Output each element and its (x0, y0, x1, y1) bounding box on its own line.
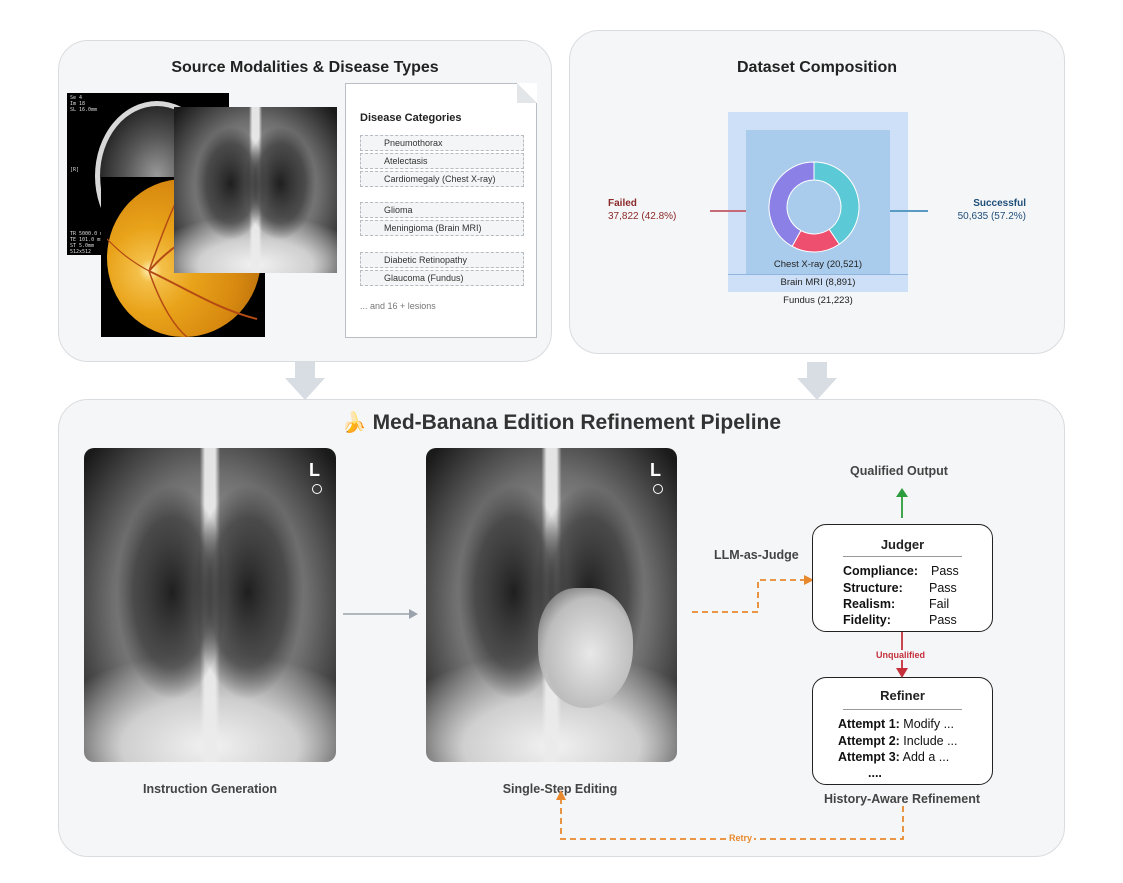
failed-value: 37,822 (42.8%) (608, 211, 676, 222)
dataset-composition-panel: Dataset Composition Chest X-ray (20,521)… (569, 30, 1065, 354)
successful-value: 50,635 (57.2%) (958, 211, 1026, 222)
judger-value: Pass (929, 613, 957, 627)
judger-value: Fail (929, 597, 949, 611)
refiner-title: Refiner (813, 688, 992, 703)
judger-row: Structure: (843, 581, 903, 595)
edited-chest-xray: L (426, 448, 677, 762)
refiner-row: Attempt 2: Include ... (838, 734, 958, 748)
unqualified-label: Unqualified (876, 650, 925, 660)
disease-item: Diabetic Retinopathy (360, 252, 524, 268)
disease-item: Glaucoma (Fundus) (360, 270, 524, 286)
refiner-ellipsis: .... (868, 766, 882, 780)
failed-label: Failed (608, 198, 637, 209)
chest-xray-label: Chest X-ray (20,521) (746, 259, 890, 270)
refiner-row: Attempt 3: Add a ... (838, 750, 949, 764)
refiner-box: Refiner Attempt 1: Modify ... Attempt 2:… (812, 677, 993, 785)
disease-item: Atelectasis (360, 153, 524, 169)
disease-footer: ... and 16 + lesions (360, 301, 436, 311)
dataset-composition-title: Dataset Composition (570, 59, 1064, 77)
composition-donut-chart (768, 161, 860, 253)
xray-side-marker: L (650, 460, 661, 481)
instruction-generation-caption: Instruction Generation (84, 782, 336, 796)
disease-item: Meningioma (Brain MRI) (360, 220, 524, 236)
disease-item: Cardiomegaly (Chest X-ray) (360, 171, 524, 187)
disease-item: Pneumothorax (360, 135, 524, 151)
successful-connector (890, 210, 928, 212)
disease-categories-title: Disease Categories (360, 112, 462, 124)
judger-row: Compliance: (843, 564, 918, 578)
refiner-divider (843, 709, 962, 710)
disease-item: Glioma (360, 202, 524, 218)
down-arrow-left-icon (285, 362, 325, 400)
brain-mri-divider (728, 274, 908, 275)
document-fold (517, 83, 537, 103)
judger-divider (843, 556, 962, 557)
judger-box: Judger Compliance: Pass Structure: Pass … (812, 524, 993, 632)
edited-lesion-region (538, 588, 633, 708)
brain-mri-label: Brain MRI (8,891) (728, 277, 908, 288)
pipeline-title-row: 🍌 Med-Banana Edition Refinement Pipeline (59, 410, 1064, 435)
retry-label: Retry (727, 833, 754, 843)
refiner-row: Attempt 1: Modify ... (838, 717, 954, 731)
xray-marker-circle (653, 484, 663, 494)
disease-categories-document: Disease Categories Pneumothorax Atelecta… (345, 83, 537, 338)
qualified-output-label: Qualified Output (834, 464, 964, 478)
judger-title: Judger (813, 537, 992, 552)
down-arrow-right-icon (797, 362, 837, 400)
original-chest-xray: L (84, 448, 336, 762)
fundus-label: Fundus (21,223) (728, 295, 908, 306)
judger-value: Pass (929, 581, 957, 595)
judger-value: Pass (931, 564, 959, 578)
successful-label: Successful (973, 198, 1026, 209)
source-modalities-panel: Source Modalities & Disease Types Se 4 I… (58, 40, 552, 362)
donut-slice-0 (814, 162, 859, 244)
judger-row: Fidelity: (843, 613, 891, 627)
qualified-arrow-icon (895, 488, 909, 518)
judger-row: Realism: (843, 597, 895, 611)
llm-as-judge-label: LLM-as-Judge (714, 548, 799, 562)
pipeline-title: Med-Banana Edition Refinement Pipeline (373, 411, 781, 434)
banana-icon: 🍌 (342, 412, 367, 434)
xray-marker-circle (312, 484, 322, 494)
edit-arrow-icon (343, 606, 419, 622)
xray-side-marker: L (309, 460, 320, 481)
failed-connector (710, 210, 746, 212)
judge-connector-icon (690, 568, 816, 618)
source-modalities-title: Source Modalities & Disease Types (59, 59, 551, 77)
chest-xray-thumbnail (174, 107, 337, 273)
